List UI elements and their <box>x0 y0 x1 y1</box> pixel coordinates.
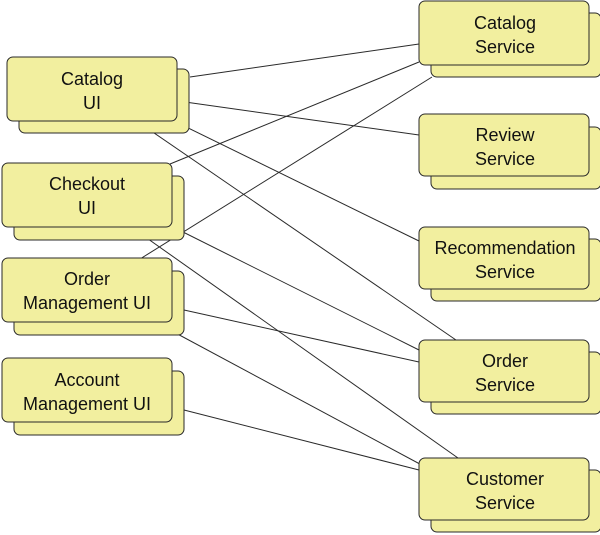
connector-account-management-ui-to-customer-service <box>183 409 420 471</box>
component-checkout-ui: Checkout UI <box>1 162 185 241</box>
connector-layer <box>133 43 459 471</box>
service-review-service: Review Service <box>418 113 600 190</box>
component-account-management-ui: Account Management UI <box>1 357 185 436</box>
connector-order-management-ui-to-order-service <box>183 309 420 363</box>
component-label: UI <box>78 198 96 218</box>
service-order-service: Order Service <box>418 339 600 415</box>
component-label: Checkout <box>49 174 125 194</box>
service-label: Service <box>475 375 535 395</box>
service-label: Service <box>475 37 535 57</box>
service-catalog-service: Catalog Service <box>418 0 600 78</box>
service-label: Catalog <box>474 13 536 33</box>
component-order-management-ui: Order Management UI <box>1 257 185 336</box>
service-label: Customer <box>466 469 544 489</box>
connector-checkout-ui-to-catalog-service <box>169 61 420 165</box>
component-label: Management UI <box>23 293 151 313</box>
service-label: Review <box>475 125 535 145</box>
service-label: Recommendation <box>434 238 575 258</box>
connector-checkout-ui-to-customer-service <box>133 228 459 459</box>
service-label: Service <box>475 262 535 282</box>
component-catalog-ui: Catalog UI <box>6 56 190 134</box>
connector-order-management-ui-to-customer-service <box>156 322 432 471</box>
connector-catalog-ui-to-order-service <box>140 123 457 341</box>
component-label: Catalog <box>61 69 123 89</box>
connector-order-management-ui-to-catalog-service <box>139 76 433 260</box>
component-label: Order <box>64 269 110 289</box>
service-recommendation-service: Recommendation Service <box>418 226 600 302</box>
component-label: Account <box>54 370 119 390</box>
connector-catalog-ui-to-review-service <box>177 100 420 136</box>
service-label: Service <box>475 149 535 169</box>
connector-catalog-ui-to-recommendation-service <box>177 122 420 242</box>
component-label: UI <box>83 93 101 113</box>
connector-catalog-ui-to-catalog-service <box>189 43 420 78</box>
service-label: Service <box>475 493 535 513</box>
service-label: Order <box>482 351 528 371</box>
connector-checkout-ui-to-order-service <box>174 227 420 351</box>
service-customer-service: Customer Service <box>418 457 600 533</box>
component-label: Management UI <box>23 394 151 414</box>
